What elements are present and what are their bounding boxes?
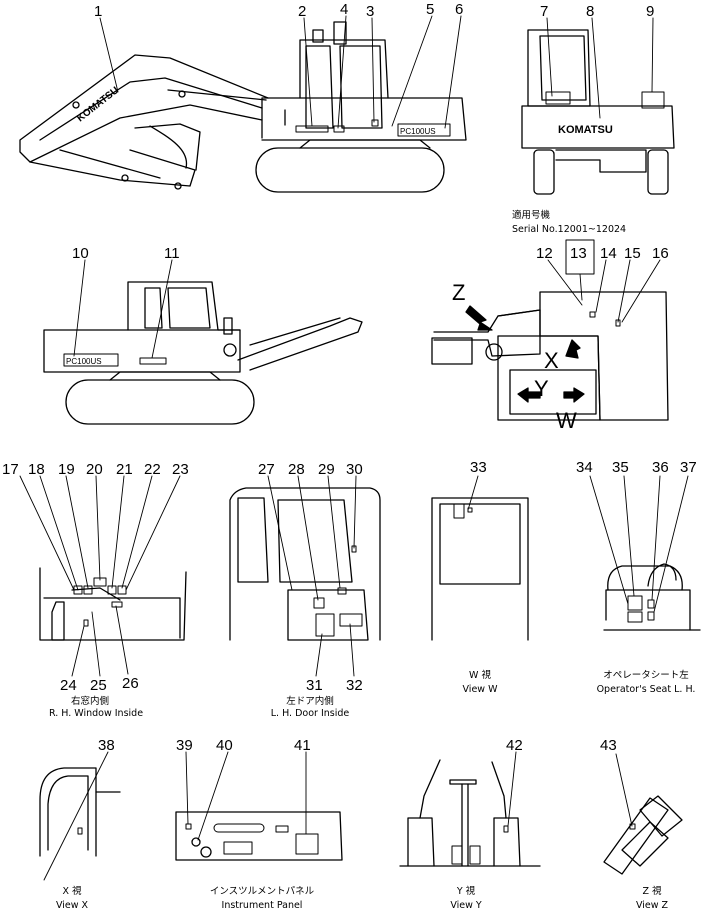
- excavator-rear-view: KOMATSU 7 8 9: [521, 3, 675, 195]
- callout-39: 39: [176, 737, 193, 754]
- operator-seat-panel: 34 35 36 37 オペレータシート左 Operator's Seat L.…: [576, 459, 701, 695]
- callout-29: 29: [318, 461, 335, 478]
- caption-view-y-jp: Y 視: [456, 885, 476, 897]
- excavator-side-view-1: PC100US KOMATSU 1 2 3 4 5 6: [19, 1, 467, 193]
- callout-1: 1: [94, 3, 102, 20]
- callout-40: 40: [216, 737, 233, 754]
- model-plate-label-2: PC100US: [66, 357, 102, 366]
- view-letter-z: Z: [452, 280, 465, 305]
- caption-view-w-en: View W: [463, 684, 499, 695]
- callout-21: 21: [116, 461, 133, 478]
- serial-jp: 適用号機: [512, 209, 551, 221]
- boom-brand-label: KOMATSU: [75, 85, 121, 124]
- callout-32: 32: [346, 677, 363, 694]
- serial-en: Serial No.12001~12024: [512, 224, 626, 235]
- callout-36: 36: [652, 459, 669, 476]
- callout-23: 23: [172, 461, 189, 478]
- caption-view-y-en: View Y: [450, 900, 482, 911]
- callout-14: 14: [600, 245, 617, 262]
- callout-9: 9: [646, 3, 654, 20]
- caption-rh-window-jp: 右窓内側: [71, 695, 109, 707]
- callout-30: 30: [346, 461, 363, 478]
- callout-22: 22: [144, 461, 161, 478]
- callout-6: 6: [455, 1, 463, 18]
- callout-38: 38: [98, 737, 115, 754]
- caption-instrument-jp: インスツルメントパネル: [210, 886, 315, 897]
- lh-door-inside-panel: 27 28 29 30 31 32 左ドア内側 L. H. Door Insid…: [229, 461, 381, 719]
- callout-2: 2: [298, 3, 306, 20]
- view-letter-y: Y: [534, 376, 549, 401]
- excavator-top-view: 適用号機 Serial No.12001~12024 12 13 14 15 1…: [431, 209, 669, 433]
- callout-11: 11: [164, 245, 180, 262]
- callout-41: 41: [294, 737, 311, 754]
- callout-33: 33: [470, 459, 487, 476]
- rh-window-inside-panel: 17 18 19 20 21 22 23 24 25 26 右窓内側 R. H.…: [2, 461, 189, 719]
- model-plate-label-1: PC100US: [400, 127, 436, 136]
- callout-31: 31: [306, 677, 323, 694]
- view-z-panel: 43 Z 視 View Z: [600, 737, 683, 911]
- excavator-side-view-2: PC100US 10 11: [43, 245, 363, 425]
- caption-lh-door-jp: 左ドア内側: [286, 695, 334, 707]
- caption-instrument-en: Instrument Panel: [222, 900, 303, 911]
- callout-3: 3: [366, 3, 374, 20]
- callout-18: 18: [28, 461, 45, 478]
- caption-view-x-jp: X 視: [62, 885, 82, 897]
- caption-rh-window-en: R. H. Window Inside: [49, 708, 143, 719]
- caption-view-z-en: View Z: [636, 900, 669, 911]
- view-x-panel: 38 X 視 View X: [39, 737, 121, 911]
- instrument-panel: 39 40 41 インスツルメントパネル Instrument Panel: [175, 737, 343, 911]
- callout-27: 27: [258, 461, 275, 478]
- callout-10: 10: [72, 245, 89, 262]
- callout-4: 4: [340, 1, 348, 18]
- callout-42: 42: [506, 737, 523, 754]
- view-w-panel: 33 W 視 View W: [431, 459, 529, 695]
- view-letter-x: X: [544, 348, 559, 373]
- view-y-panel: 42 Y 視 View Y: [399, 737, 541, 911]
- callout-8: 8: [586, 3, 594, 20]
- callout-43: 43: [600, 737, 617, 754]
- caption-view-x-en: View X: [56, 900, 89, 911]
- callout-19: 19: [58, 461, 75, 478]
- callout-17: 17: [2, 461, 19, 478]
- caption-op-seat-jp: オペレータシート左: [603, 669, 689, 681]
- callout-12: 12: [536, 245, 553, 262]
- callout-7: 7: [540, 3, 548, 20]
- callout-16: 16: [652, 245, 669, 262]
- caption-lh-door-en: L. H. Door Inside: [271, 708, 350, 719]
- callout-15: 15: [624, 245, 641, 262]
- callout-13: 13: [570, 245, 587, 262]
- callout-20: 20: [86, 461, 103, 478]
- callout-26: 26: [122, 675, 139, 692]
- callout-5: 5: [426, 1, 434, 18]
- caption-view-w-jp: W 視: [469, 669, 491, 681]
- callout-25: 25: [90, 677, 107, 694]
- caption-view-z-jp: Z 視: [642, 885, 662, 897]
- rear-brand-label: KOMATSU: [558, 124, 613, 136]
- callout-24: 24: [60, 677, 77, 694]
- callout-34: 34: [576, 459, 593, 476]
- callout-28: 28: [288, 461, 305, 478]
- view-letter-w: W: [556, 408, 577, 433]
- caption-op-seat-en: Operator's Seat L. H.: [597, 684, 696, 695]
- callout-37: 37: [680, 459, 697, 476]
- callout-35: 35: [612, 459, 629, 476]
